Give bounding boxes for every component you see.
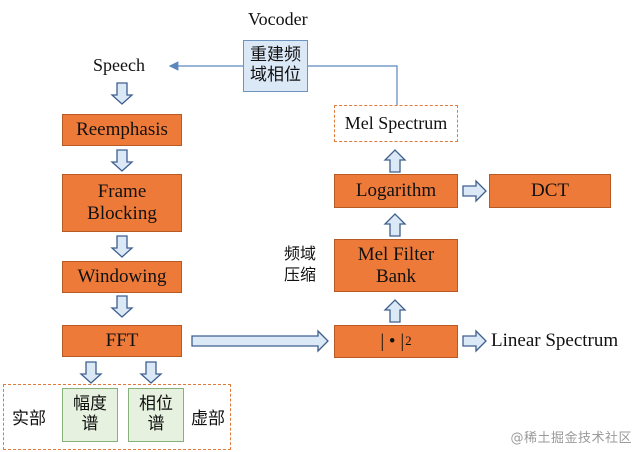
real-part-label: 实部: [12, 409, 46, 429]
up-arrow-filter: [383, 213, 407, 237]
right-arrow-power-linear: [462, 329, 487, 353]
fft-box: FFT: [62, 325, 182, 357]
power-exponent: 2: [405, 333, 412, 349]
down-arrow-frame: [110, 235, 134, 258]
mel-to-reconstruct-line: [308, 65, 398, 105]
dct-box: DCT: [489, 174, 611, 208]
imag-part-label: 虚部: [191, 409, 225, 429]
down-arrow-speech: [110, 82, 134, 105]
watermark: @稀土掘金技术社区: [510, 431, 632, 446]
up-arrow-power: [383, 299, 407, 323]
freq-compress-label: 频域 压缩: [284, 244, 317, 284]
right-arrow-log-dct: [462, 179, 487, 203]
mel-filter-bank-box: Mel Filter Bank: [334, 239, 458, 292]
windowing-box: Windowing: [62, 261, 182, 293]
down-arrow-windowing: [110, 295, 134, 318]
down-arrow-fft-mag: [79, 361, 103, 384]
linear-spectrum-label: Linear Spectrum: [491, 330, 619, 351]
speech-label: Speech: [93, 55, 145, 75]
down-arrow-fft-phase: [139, 361, 163, 384]
magnitude-spectrum-box: 幅度 谱: [62, 388, 118, 442]
frame-blocking-box: Frame Blocking: [62, 174, 182, 232]
mel-spectrum-box: Mel Spectrum: [334, 105, 458, 142]
logarithm-box: Logarithm: [334, 174, 458, 208]
up-arrow-log: [383, 149, 407, 173]
vocoder-label: Vocoder: [248, 9, 308, 29]
spectrum-parts-group: [3, 384, 231, 450]
reconstruct-phase-box: 重建频 域相位: [243, 40, 308, 92]
reemphasis-box: Reemphasis: [62, 114, 182, 146]
power-box: | • |2: [334, 325, 458, 358]
right-arrow-fft-power: [191, 329, 329, 353]
down-arrow-reemphasis: [110, 149, 134, 172]
phase-spectrum-box: 相位 谱: [128, 388, 184, 442]
power-symbol: | • |: [380, 330, 405, 352]
